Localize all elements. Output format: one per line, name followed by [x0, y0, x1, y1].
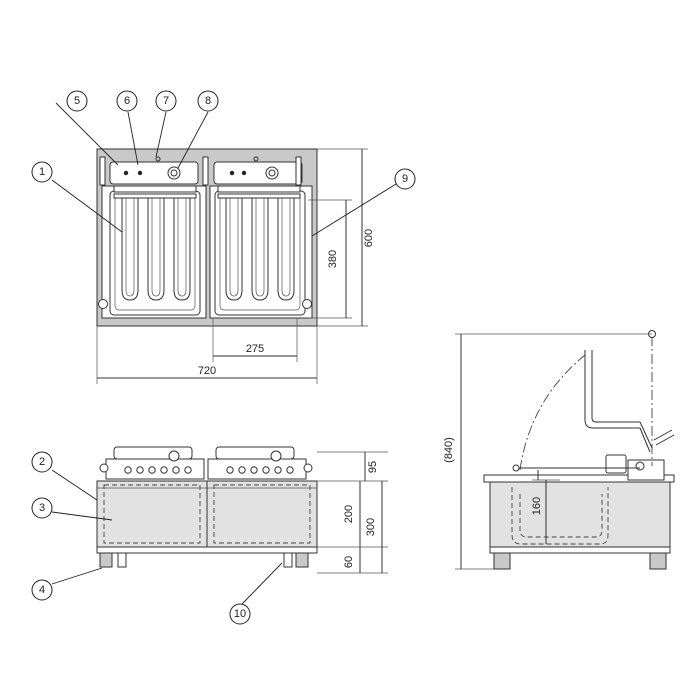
front-heater-end-icon — [136, 466, 144, 474]
left-control-box — [109, 161, 199, 185]
front-heater-end-icon — [148, 466, 156, 474]
callout-7: 7 — [155, 90, 177, 112]
svg-text:5: 5 — [74, 95, 80, 107]
dim-side-total: (840) — [443, 437, 455, 463]
callout-1: 1 — [31, 161, 53, 183]
left-pilot-lamp-icon — [123, 170, 129, 176]
svg-text:8: 8 — [205, 95, 211, 107]
dim-front-height: 300 — [365, 518, 377, 536]
front-heater-end-icon — [250, 466, 258, 474]
front-heater-end-icon — [286, 466, 294, 474]
side-view: 160 (840) — [443, 330, 675, 570]
heater-element-3 — [173, 198, 191, 301]
callout-3: 3 — [31, 497, 53, 519]
dim-side-oil: 160 — [531, 497, 543, 515]
front-right-basket-top — [215, 446, 295, 460]
dim-front-tank: 200 — [343, 505, 355, 523]
svg-text:9: 9 — [402, 173, 408, 185]
right-drain-knob-icon — [302, 299, 312, 309]
svg-text:4: 4 — [39, 584, 45, 596]
front-right-tank-hidden — [213, 484, 311, 544]
heater-element-6 — [277, 198, 295, 301]
dim-basket-width: 275 — [246, 343, 264, 355]
left-power-lamp-icon — [137, 170, 143, 176]
svg-text:3: 3 — [39, 502, 45, 514]
callout-4: 4 — [31, 579, 53, 601]
heater-element-2 — [147, 198, 165, 301]
front-heater-end-icon — [226, 466, 234, 474]
front-heater-end-icon — [274, 466, 282, 474]
front-heater-end-icon — [184, 466, 192, 474]
heater-element-4 — [225, 198, 243, 301]
front-left-leg — [99, 552, 113, 568]
svg-text:6: 6 — [124, 95, 130, 107]
svg-text:1: 1 — [39, 166, 45, 178]
front-right-leg — [295, 552, 309, 568]
callout-5: 5 — [66, 90, 88, 112]
front-heater-end-icon — [160, 466, 168, 474]
front-heater-end-icon — [124, 466, 132, 474]
side-rear-leg — [649, 552, 667, 570]
left-thermostat-knob-icon — [167, 166, 181, 180]
dim-top-depth: 600 — [363, 229, 375, 247]
right-pilot-lamp-icon — [229, 170, 235, 176]
callouts: 5 6 7 8 1 9 2 3 4 10 — [31, 90, 416, 625]
dim-front-leg: 60 — [343, 556, 355, 568]
dim-front-top: 95 — [367, 461, 379, 473]
top-view: 600 380 275 720 — [96, 148, 375, 384]
right-thermostat-knob-icon — [265, 166, 279, 180]
callout-2: 2 — [31, 451, 53, 473]
front-heater-end-icon — [172, 466, 180, 474]
right-basin — [209, 185, 313, 319]
callout-6: 6 — [116, 90, 138, 112]
callout-10: 10 — [229, 603, 251, 625]
right-power-lamp-icon — [241, 170, 247, 176]
front-view: 95 200 300 60 — [96, 446, 388, 574]
callout-9: 9 — [394, 168, 416, 190]
side-tank-hidden — [511, 487, 609, 545]
svg-text:7: 7 — [163, 95, 169, 107]
front-left-basket-top — [113, 446, 193, 460]
front-left-tank-hidden — [103, 484, 201, 544]
front-heater-end-icon — [238, 466, 246, 474]
heater-elements — [121, 198, 295, 301]
svg-text:10: 10 — [234, 608, 246, 620]
basket-lifted-handle — [584, 350, 640, 429]
svg-text:2: 2 — [39, 456, 45, 468]
basket-swing-arc — [519, 354, 586, 471]
side-front-leg — [493, 552, 511, 570]
callout-8: 8 — [197, 90, 219, 112]
heater-element-5 — [251, 198, 269, 301]
right-control-box — [213, 161, 303, 185]
dim-top-width: 720 — [198, 365, 216, 377]
dim-basket-depth: 380 — [327, 250, 339, 268]
side-control-box — [627, 459, 665, 481]
heater-element-1 — [121, 198, 139, 301]
left-drain-knob-icon — [98, 299, 108, 309]
front-heater-end-icon — [262, 466, 270, 474]
